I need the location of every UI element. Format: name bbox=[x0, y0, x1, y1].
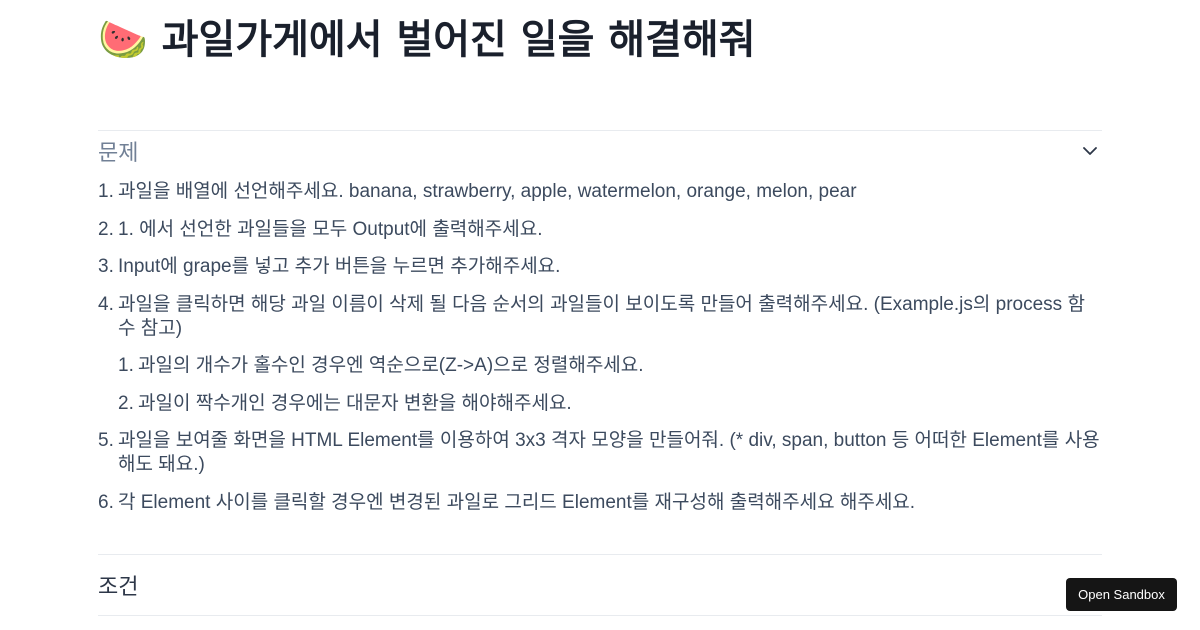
accordion-label: 조건 bbox=[98, 575, 139, 600]
list-number: 1. bbox=[98, 181, 114, 202]
divider bbox=[98, 554, 1102, 555]
list-number: 6. bbox=[98, 491, 114, 513]
list-text: 1. 에서 선언한 과일들을 모두 Output에 출력해주세요. bbox=[118, 218, 543, 240]
list-text: 과일을 배열에 선언해주세요. banana, strawberry, appl… bbox=[118, 181, 857, 202]
list-number: 2. bbox=[118, 392, 134, 414]
list-item: 5. 과일을 보여줄 화면을 HTML Element를 이용하여 3x3 격자… bbox=[98, 429, 1102, 477]
list-number: 4. bbox=[98, 293, 114, 315]
list-number: 1. bbox=[118, 355, 134, 376]
list-item: 1. 과일을 배열에 선언해주세요. banana, strawberry, a… bbox=[98, 180, 1102, 204]
list-item: 6. 각 Element 사이를 클릭할 경우엔 변경된 과일로 그리드 Ele… bbox=[98, 491, 1102, 515]
list-text: 과일을 보여줄 화면을 HTML Element를 이용하여 3x3 격자 모양… bbox=[118, 430, 1100, 475]
chevron-down-icon[interactable] bbox=[1080, 141, 1100, 161]
sub-list: 1. 과일의 개수가 홀수인 경우엔 역순으로(Z->A)으로 정렬해주세요. … bbox=[118, 354, 1102, 416]
list-number: 2. bbox=[98, 218, 114, 240]
list-text: 과일을 클릭하면 해당 과일 이름이 삭제 될 다음 순서의 과일들이 보이도록… bbox=[118, 293, 1085, 339]
divider bbox=[98, 615, 1102, 616]
accordion-label: 문제 bbox=[98, 141, 139, 166]
list-number: 3. bbox=[98, 256, 114, 277]
accordion-header-conditions[interactable]: 조건 bbox=[98, 565, 1102, 605]
sub-list-item: 1. 과일의 개수가 홀수인 경우엔 역순으로(Z->A)으로 정렬해주세요. bbox=[118, 354, 1102, 378]
problem-list: 1. 과일을 배열에 선언해주세요. banana, strawberry, a… bbox=[98, 180, 1102, 528]
list-item: 4. 과일을 클릭하면 해당 과일 이름이 삭제 될 다음 순서의 과일들이 보… bbox=[98, 293, 1102, 416]
list-number: 5. bbox=[98, 430, 114, 451]
accordion-header-problem[interactable]: 문제 bbox=[98, 131, 1102, 171]
list-text: 과일의 개수가 홀수인 경우엔 역순으로(Z->A)으로 정렬해주세요. bbox=[138, 355, 644, 376]
sub-list-item: 2. 과일이 짝수개인 경우에는 대문자 변환을 해야해주세요. bbox=[118, 392, 1102, 416]
list-item: 3. Input에 grape를 넣고 추가 버튼을 누르면 추가해주세요. bbox=[98, 255, 1102, 279]
list-text: 과일이 짝수개인 경우에는 대문자 변환을 해야해주세요. bbox=[138, 392, 572, 414]
page-title: 🍉 과일가게에서 벌어진 일을 해결해줘 bbox=[98, 17, 756, 63]
list-item: 2. 1. 에서 선언한 과일들을 모두 Output에 출력해주세요. bbox=[98, 218, 1102, 242]
list-text: Input에 grape를 넣고 추가 버튼을 누르면 추가해주세요. bbox=[118, 256, 561, 277]
divider bbox=[98, 130, 1102, 131]
open-sandbox-button[interactable]: Open Sandbox bbox=[1066, 578, 1177, 611]
list-text: 각 Element 사이를 클릭할 경우엔 변경된 과일로 그리드 Elemen… bbox=[118, 491, 916, 513]
